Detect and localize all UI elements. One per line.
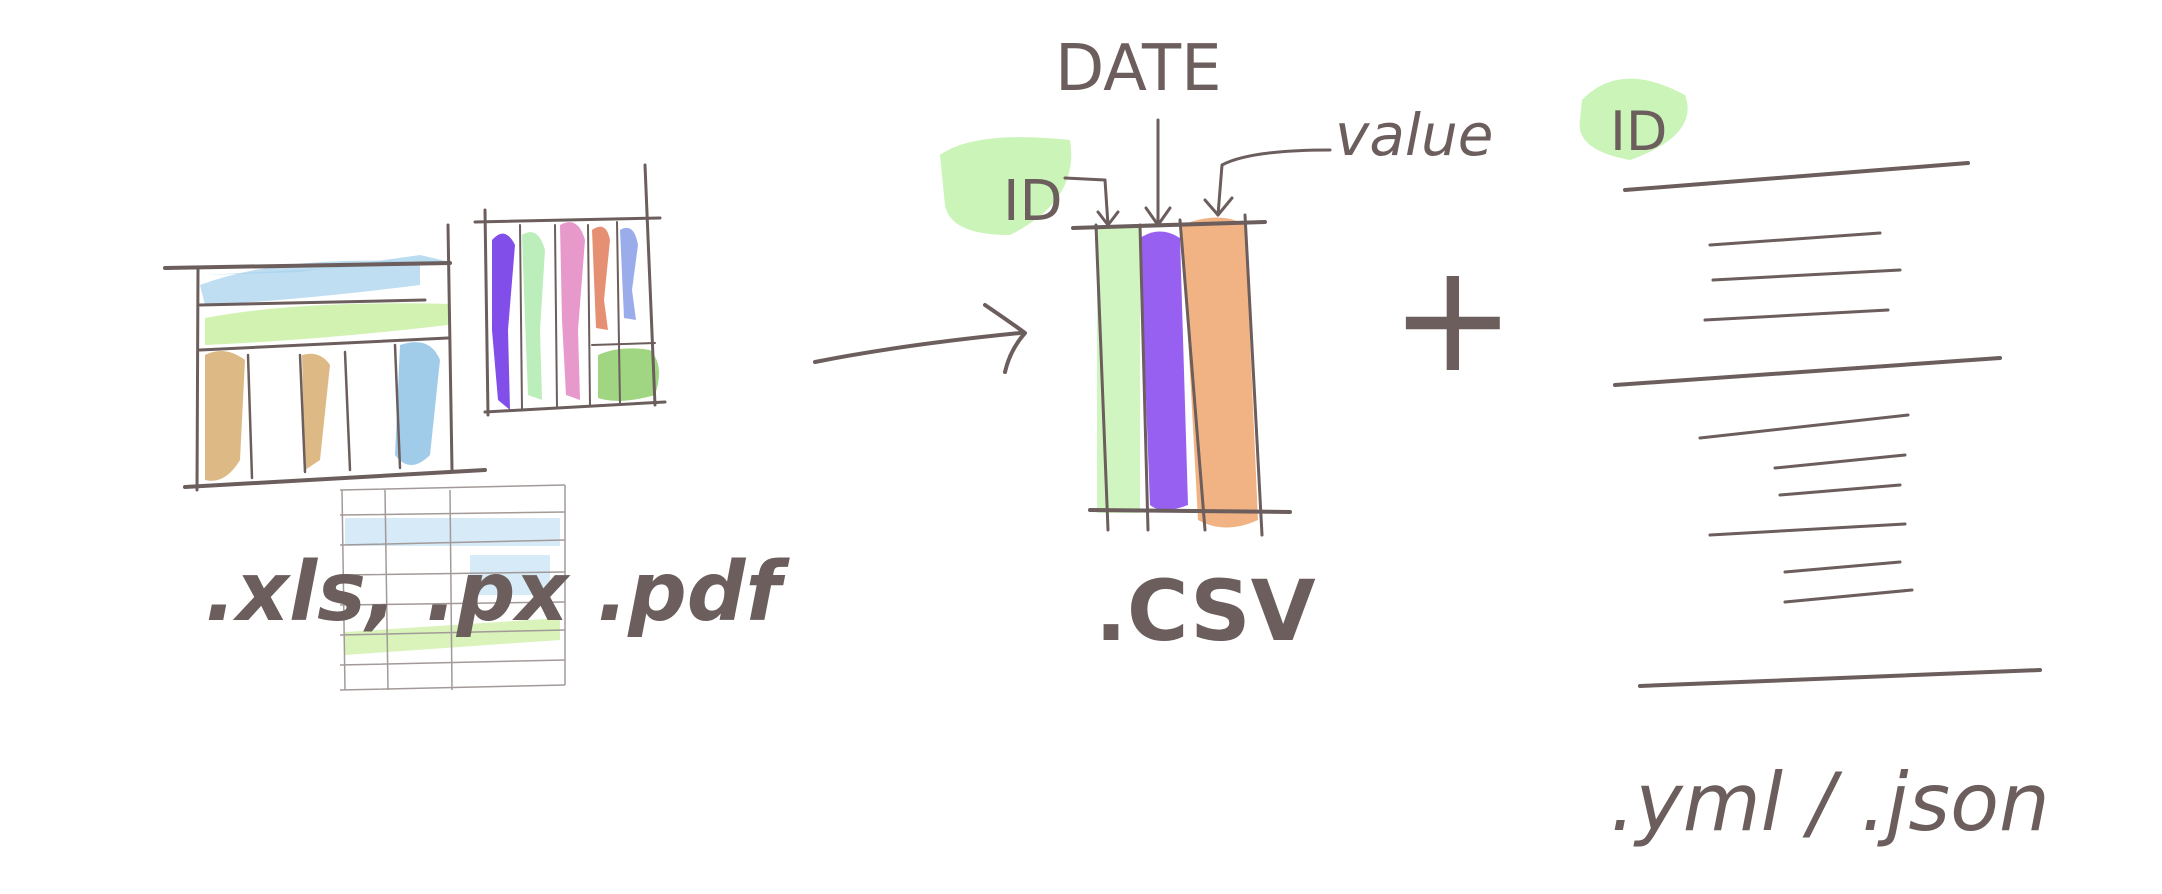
source-files-group: .xls, .px .pdf — [163, 163, 790, 691]
csv-format-label: .CSV — [1095, 562, 1316, 660]
metadata-document: ID .yml / .json — [1579, 78, 2050, 849]
source-formats-label: .xls, .px .pdf — [205, 545, 790, 640]
green-streak — [522, 232, 545, 400]
csv-col-line-4 — [1243, 213, 1264, 537]
table2-row-line — [591, 342, 656, 346]
blue-column — [395, 342, 440, 465]
table2-col-1 — [519, 224, 523, 411]
table-left-line — [195, 266, 200, 492]
value-pointer-head — [1203, 196, 1234, 217]
id-pointer-head — [1096, 210, 1120, 227]
table-row-line-1 — [198, 298, 427, 307]
green-blob — [598, 348, 659, 401]
table2-col-3 — [587, 224, 591, 407]
orange-streak — [592, 226, 610, 330]
csv-date-label: DATE — [1055, 32, 1222, 106]
green-row-fill — [205, 303, 450, 345]
spreadsheet-icon-2 — [473, 163, 667, 417]
csv-bottom-line — [1088, 508, 1292, 514]
table-top-line — [163, 261, 452, 270]
table2-left-line — [483, 208, 490, 417]
tan-column-2 — [302, 353, 330, 470]
id-highlight — [940, 137, 1072, 235]
table2-col-4 — [616, 221, 621, 406]
table2-col-2 — [554, 224, 558, 409]
doc-line-1 — [1708, 231, 1882, 247]
doc-id-label: ID — [1610, 100, 1668, 163]
csv-id-column — [1097, 228, 1140, 513]
plus-operator: + — [1390, 232, 1516, 406]
blue-row-fill-2 — [200, 260, 420, 305]
table-row-line-2 — [198, 336, 450, 352]
doc-line-6 — [1778, 483, 1902, 497]
spreadsheet-icon-3 — [339, 484, 566, 691]
grid-row-lines — [339, 484, 566, 691]
spreadsheet-icon-1 — [163, 223, 487, 492]
doc-line-4 — [1698, 413, 1910, 440]
csv-date-column — [1140, 231, 1188, 510]
doc-line-9 — [1783, 588, 1914, 604]
table-col-line-1 — [246, 353, 254, 480]
id-pointer-arrow — [1063, 176, 1110, 227]
arrow-shaft — [813, 331, 1022, 364]
csv-value-column — [1182, 217, 1258, 528]
pink-streak — [560, 222, 585, 400]
arrow-to-csv — [813, 303, 1027, 374]
table-col-line-2 — [298, 353, 307, 474]
csv-col-line-3 — [1178, 218, 1207, 532]
blue-row-fill — [205, 255, 450, 275]
table-bottom-line — [183, 468, 487, 489]
doc-line-7 — [1708, 522, 1907, 537]
date-pointer-head — [1144, 206, 1172, 227]
doc-line-8 — [1783, 560, 1902, 574]
doc-line-5 — [1773, 453, 1907, 470]
value-pointer-arrow — [1216, 148, 1332, 217]
metadata-format-label: .yml / .json — [1610, 756, 2050, 849]
doc-id-highlight — [1579, 78, 1688, 160]
purple-streak — [492, 233, 515, 410]
grid-green-row — [345, 618, 560, 655]
doc-section-line — [1613, 356, 2002, 387]
table2-top-line — [473, 216, 662, 224]
arrow-head — [983, 303, 1027, 374]
table-col-line-3 — [343, 350, 352, 472]
table2-bottom-line — [483, 400, 667, 414]
csv-top-line — [1071, 220, 1267, 230]
csv-value-label: value — [1335, 101, 1493, 169]
csv-block: ID DATE value .CSV — [940, 32, 1493, 660]
grid-col-lines — [341, 485, 566, 691]
doc-footer-line — [1638, 668, 2042, 688]
grid-blue-block — [470, 555, 550, 595]
csv-col-line-2 — [1138, 223, 1150, 532]
doc-line-2 — [1711, 268, 1902, 282]
table2-right-line — [643, 163, 657, 407]
table-col-line-4 — [393, 343, 402, 470]
blue-streak — [620, 227, 638, 320]
csv-col-line-1 — [1094, 223, 1110, 532]
tan-column-1 — [205, 351, 245, 481]
csv-id-label: ID — [1003, 169, 1063, 234]
doc-header-line — [1623, 161, 1970, 192]
table-right-line — [446, 223, 454, 472]
doc-line-3 — [1703, 308, 1890, 322]
